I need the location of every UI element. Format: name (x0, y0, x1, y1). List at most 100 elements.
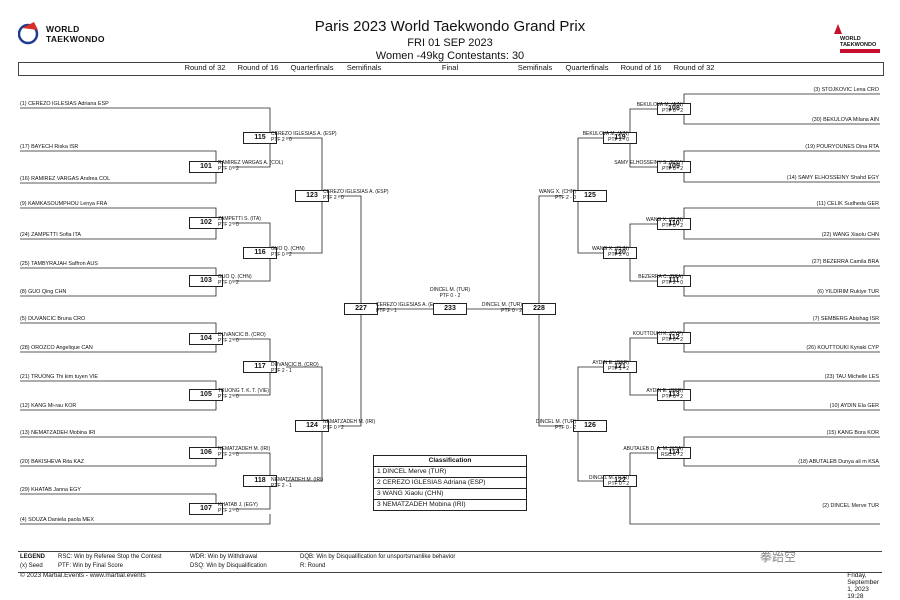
athlete-right-23: (23) TAU Michelle LES (824, 374, 879, 380)
athlete-right-14: (14) SAMY ELHOSSEINY Shahd EGY (786, 175, 879, 181)
legend-wdr: WDR: Win by Withdrawal (190, 554, 258, 560)
winner-107: KHATAB J. (EGY)PTF 2 - 0 (218, 502, 258, 514)
athlete-right-30: (30) BEKULOVA Milana AIN (811, 117, 879, 123)
match-box-228[interactable]: 228 (522, 303, 556, 315)
athlete-left-4: (4) SOUZA Daniela paola MEX (20, 517, 95, 523)
match-box-102[interactable]: 102 (189, 217, 223, 229)
winner-116: GUO Q. (CHN)PTF 0 - 2 (271, 246, 305, 258)
world-taekwondo-logo: WORLD TAEKWONDO (18, 20, 118, 48)
classification-row-1: 1 DINCEL Merve (TUR) (374, 467, 526, 478)
match-box-110[interactable]: 110 (657, 218, 691, 230)
winner-109: SAMY ELHOSSEINY S. (EGY)PTF 0 - 2 (614, 160, 683, 172)
match-box-122[interactable]: 122 (603, 475, 637, 487)
rounds-header-bar (18, 62, 884, 76)
athlete-left-1: (1) CEREZO IGLESIAS Adriana ESP (20, 101, 109, 107)
athlete-left-25: (25) TAMBYRAJAH Saffron AUS (20, 261, 98, 267)
athlete-right-15: (15) KANG Bora KOR (826, 430, 879, 436)
winner-108: BEKULOVA M. (AIN)PTF 0 - 2 (636, 102, 683, 114)
winner-125: WANG X. (CHN)PTF 2 - 0 (538, 189, 576, 201)
athlete-right-11: (11) CELIK Sudheda GER (816, 201, 879, 207)
match-box-233-final[interactable]: 233 (433, 303, 467, 315)
match-box-103[interactable]: 103 (189, 275, 223, 287)
watermark: 拳跆空 (760, 550, 797, 564)
classification-row-3b: 3 NEMATZADEH Mobina (IRI) (377, 501, 466, 508)
classification-row-2: 2 CEREZO IGLESIAS Adriana (ESP) (374, 478, 526, 489)
champion-label: DINCEL M. (TUR)PTF 0 - 2 (429, 287, 471, 299)
match-box-108[interactable]: 108 (657, 103, 691, 115)
winner-102: ZAMPETTI S. (ITA)PTF 2 - 0 (218, 216, 261, 228)
round-label-left-qf: Quarterfinals (290, 63, 334, 72)
legend: LEGEND (x) Seed RSC: Win by Referee Stop… (18, 551, 882, 573)
match-box-117[interactable]: 117 (243, 361, 277, 373)
winner-106: NEMATZADEH M. (IRI)PTF 2 - 0 (218, 446, 271, 458)
round-label-left-r32: Round of 32 (184, 63, 226, 72)
legend-rsc: RSC: Win by Referee Stop the Contest (58, 554, 162, 560)
athlete-left-16: (16) RAMIREZ VARGAS Andrea COL (20, 176, 111, 182)
classification-table: Classification 1 DINCEL Merve (TUR) 2 CE… (373, 455, 527, 511)
legend-round: R: Round (300, 563, 326, 569)
athlete-right-6: (6) YILDIRIM Rukiye TUR (817, 289, 879, 295)
athlete-left-12: (12) KANG Mi-rau KOR (20, 403, 77, 409)
winner-121: AYDIN E. (GER)PTF 1 - 2 (592, 360, 629, 372)
match-box-101[interactable]: 101 (189, 161, 223, 173)
wt-emblem-icon (18, 22, 39, 45)
match-box-121[interactable]: 121 (603, 361, 637, 373)
match-box-107[interactable]: 107 (189, 503, 223, 515)
athlete-left-28: (28) OROZCO Angelique CAN (20, 345, 93, 351)
round-label-right-r32: Round of 32 (673, 63, 715, 72)
match-box-115[interactable]: 115 (243, 132, 277, 144)
match-box-116[interactable]: 116 (243, 247, 277, 259)
match-box-104[interactable]: 104 (189, 333, 223, 345)
match-box-125[interactable]: 125 (573, 190, 607, 202)
round-label-right-qf: Quarterfinals (565, 63, 609, 72)
athlete-right-22: (22) WANG Xiaolu CHN (821, 232, 879, 238)
gp-logo-band (840, 49, 880, 53)
match-box-124[interactable]: 124 (295, 420, 329, 432)
winner-112: KOUTTOUKI K. (CYP)PTF 0 - 2 (632, 331, 683, 343)
round-label-final: Final (441, 63, 459, 72)
match-box-112[interactable]: 112 (657, 332, 691, 344)
bracket-lines-left (20, 107, 433, 525)
legend-title: LEGEND (20, 554, 46, 560)
page-title: Paris 2023 World Taekwondo Grand Prix (314, 18, 586, 35)
match-box-105[interactable]: 105 (189, 389, 223, 401)
winner-101: RAMIREZ VARGAS A. (COL)PTF 0 - 2 (218, 160, 284, 172)
match-box-114[interactable]: 114 (657, 447, 691, 459)
match-box-126[interactable]: 126 (573, 420, 607, 432)
match-box-113[interactable]: 113 (657, 389, 691, 401)
grand-prix-logo: WORLD TAEKWONDO (832, 22, 884, 53)
winner-105: TRUONG T. K. T. (VIE)PTF 2 - 0 (218, 388, 269, 400)
winner-115: CEREZO IGLESIAS A. (ESP)PTF 2 - 0 (271, 131, 337, 143)
winner-119: BEKULOVA M. (AIN)PTF 2 - 0 (582, 131, 629, 143)
athlete-left-9: (9) KAMKASOUMPHOU Lenya FRA (20, 201, 108, 207)
athlete-left-29: (29) KHATAB Janna EGY (20, 487, 81, 493)
gp-logo-text-world: WORLD (840, 36, 861, 42)
match-box-123[interactable]: 123 (295, 190, 329, 202)
winner-113: AYDIN E. (GER)PTF 0 - 2 (646, 388, 683, 400)
match-box-106[interactable]: 106 (189, 447, 223, 459)
legend-dqb: DQB: Win by Disqualification for unsport… (300, 554, 456, 560)
athlete-right-27: (27) BEZERRA Camila BRA (811, 259, 879, 265)
match-box-118[interactable]: 118 (243, 475, 277, 487)
athlete-left-8: (8) GUO Qing CHN (20, 289, 67, 295)
gp-emblem-icon (834, 24, 842, 34)
logo-text-world: WORLD (46, 24, 80, 34)
classification-title: Classification (374, 456, 526, 467)
match-box-227[interactable]: 227 (344, 303, 378, 315)
legend-ptf: PTF: Win by Final Score (58, 563, 124, 569)
legend-seed: (x) Seed (20, 563, 43, 569)
event-date: FRI 01 SEP 2023 (407, 37, 493, 49)
bracket-lines-right (467, 93, 880, 525)
winner-228: DINCEL M. (TUR)PTF 0 - 2 (481, 302, 522, 314)
match-box-120[interactable]: 120 (603, 247, 637, 259)
footer-copyright: © 2023 Martial.Events - www.martial.even… (20, 572, 146, 579)
athlete-left-21: (21) TRUONG Thi kim tuyen VIE (20, 374, 98, 380)
athlete-left-13: (13) NEMATZADEH Mobina IRI (20, 430, 96, 436)
match-box-119[interactable]: 119 (603, 132, 637, 144)
athlete-right-26: (26) KOUTTOUKI Kyriaki CYP (806, 345, 879, 351)
match-box-109[interactable]: 109 (657, 161, 691, 173)
classification-row-3a: 3 WANG Xiaolu (CHN) (374, 489, 526, 500)
match-box-111[interactable]: 111 (657, 275, 691, 287)
